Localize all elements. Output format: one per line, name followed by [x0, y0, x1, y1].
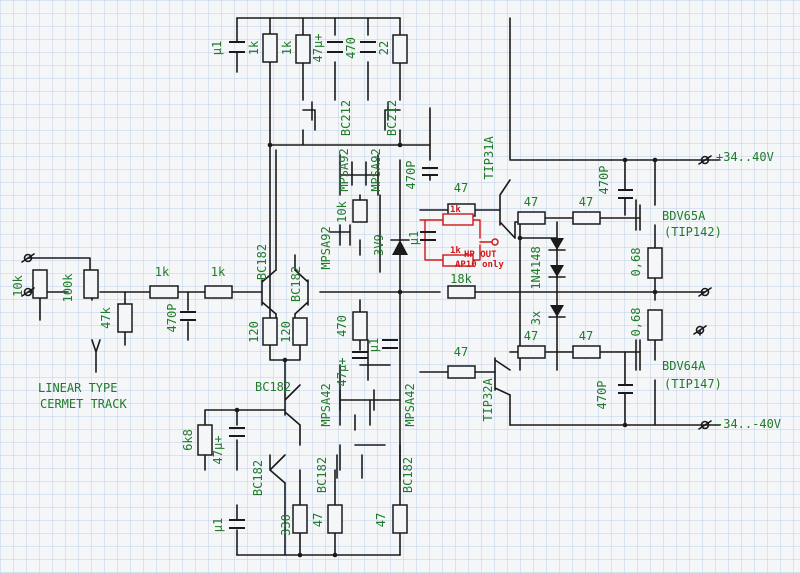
- r-47-bot-b-label: 47: [374, 513, 388, 527]
- tip142-label: (TIP142): [664, 225, 722, 239]
- r-47-drv-a-label: 47: [524, 195, 538, 209]
- transistors: [311, 101, 637, 479]
- c-470p-drv-label: 470P: [597, 166, 611, 195]
- ltp-bc182-b-label: BC182: [289, 266, 303, 302]
- rail-neg-label: -34..-40V: [716, 417, 781, 431]
- r-1k-b-label: 1k: [280, 40, 294, 55]
- capacitors: [180, 41, 633, 529]
- bc212-a-label: BC212: [339, 100, 353, 136]
- r-120-b-label: 120: [279, 321, 293, 343]
- c-u1-mid2-label: μ1: [367, 338, 381, 352]
- r-47-drv-d-label: 47: [579, 329, 593, 343]
- c-470-top-label: 470: [344, 37, 358, 59]
- r-470-mid-label: 470: [335, 315, 349, 337]
- rail-pos-label: +34..40V: [716, 150, 774, 164]
- bdv65a-label: BDV65A: [662, 209, 706, 223]
- ltp-bc182-a-label: BC182: [255, 244, 269, 280]
- pot-100k-label: 100k: [61, 273, 75, 303]
- hp-out-label: HP OUT: [464, 250, 497, 260]
- diodes: [390, 238, 566, 318]
- c-top-left-label: μ1: [210, 41, 224, 55]
- c-47u-low-label: 47μ+: [211, 436, 225, 465]
- mpsa42-b-label: MPSA42: [403, 383, 417, 426]
- r-47-drv-b-label: 47: [579, 195, 593, 209]
- junction-dots: [234, 142, 658, 558]
- r-22-label: 22: [377, 41, 391, 55]
- r-120-a-label: 120: [247, 321, 261, 343]
- bc182-low-c-label: BC182: [401, 457, 415, 493]
- tip32a-label: TIP32A: [481, 378, 495, 422]
- c-470p-in-label: 470P: [165, 304, 179, 333]
- mpsa92-b-label: MPSA92: [369, 148, 383, 191]
- r-330-label: 330: [279, 514, 293, 536]
- mpsa42-a-label: MPSA42: [319, 383, 333, 426]
- c-u1-bot-label: μ1: [211, 518, 225, 532]
- bc182-low-a-label: BC182: [251, 460, 265, 496]
- r-47-pre-label: 47: [454, 181, 468, 195]
- tip147-label: (TIP147): [664, 377, 722, 391]
- mpsa92-c-label: MPSA92: [319, 226, 333, 269]
- mpsa92-a-label: MPSA92: [337, 148, 351, 191]
- component-labels: μ1 1k 1k 47μ+ 470 22 BC212 BC212 MPSA92 …: [11, 34, 781, 536]
- diode-3x-label: 3x: [529, 311, 543, 325]
- r-1k-a-label: 1k: [247, 40, 261, 55]
- cermet-note-line1: LINEAR TYPE: [38, 381, 117, 395]
- r-47k-label: 47k: [99, 306, 113, 328]
- tip31a-label: TIP31A: [482, 136, 496, 180]
- bc182-low-b-label: BC182: [315, 457, 329, 493]
- r-47-drv-c-label: 47: [524, 329, 538, 343]
- zener-3v9-label: 3V9: [372, 234, 386, 256]
- ap10-label: AP10 only: [455, 260, 504, 270]
- r-10k-label: 10k: [335, 200, 349, 222]
- c-470p-top-label: 470P: [404, 161, 418, 190]
- r-18k-label: 18k: [450, 272, 472, 286]
- c-u1-mid-label: μ1: [407, 231, 421, 245]
- cermet-note-line2: CERMET TRACK: [40, 397, 127, 411]
- bdv64a-label: BDV64A: [662, 359, 706, 373]
- r-068-b-label: 0,68: [629, 308, 643, 337]
- r-1k-in-b-label: 1k: [211, 265, 226, 279]
- r-47-pre-bot-label: 47: [454, 345, 468, 359]
- input-r-10k-label: 10k: [11, 274, 25, 296]
- c-47u-top-label: 47μ+: [311, 34, 325, 63]
- r-1k-in-a-label: 1k: [155, 265, 170, 279]
- r-6k8-label: 6k8: [181, 429, 195, 451]
- diode-1n4148-label: 1N4148: [529, 246, 543, 289]
- hp-r1k-b-label: 1k: [450, 246, 461, 256]
- c-470p-bot-label: 470P: [595, 381, 609, 410]
- terminals: [21, 155, 712, 430]
- resistors: [32, 33, 663, 534]
- c-47u-mid-label: 47μ+: [335, 358, 349, 387]
- bc212-b-label: BC212: [385, 100, 399, 136]
- bc182-top-label: BC182: [255, 380, 291, 394]
- r-47-bot-a-label: 47: [311, 513, 325, 527]
- hp-r1k-a-label: 1k: [450, 205, 461, 215]
- r-068-a-label: 0,68: [629, 248, 643, 277]
